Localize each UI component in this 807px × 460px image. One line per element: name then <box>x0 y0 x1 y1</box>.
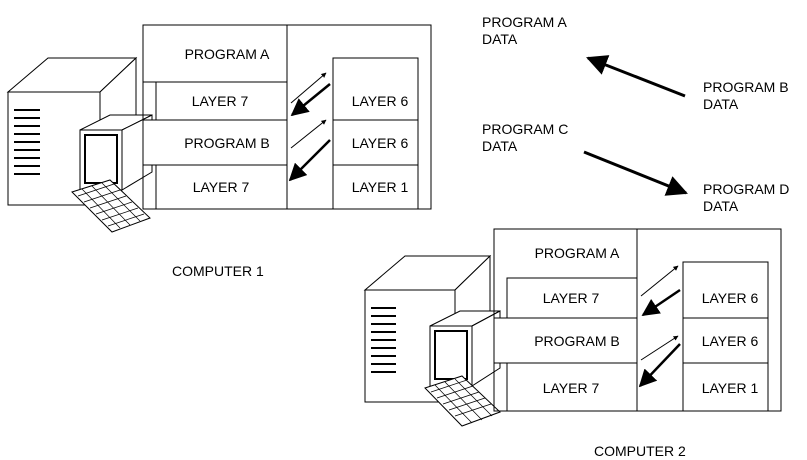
c1-program-a-label: PROGRAM A <box>185 46 270 62</box>
c2-layer7-bottom-cell <box>506 362 638 412</box>
c1-layer6-top-cell <box>332 57 419 121</box>
c2-layer1-label: LAYER 1 <box>702 380 759 396</box>
c-to-d-arrow-icon <box>583 150 688 196</box>
program-b-data-line2: DATA <box>703 96 739 112</box>
c2-layer6-mid-label: LAYER 6 <box>702 333 759 349</box>
c2-layer6-mid-cell <box>682 317 769 364</box>
program-d-data-line1: PROGRAM D <box>703 181 789 197</box>
b-to-a-arrow-icon <box>586 55 686 98</box>
program-d-data-line2: DATA <box>703 198 739 214</box>
c2-layer6-top-cell <box>682 261 769 319</box>
c2-layer1-cell <box>682 362 769 412</box>
c1-program-a-cell <box>142 24 288 83</box>
program-c-data-line2: DATA <box>482 138 518 154</box>
c2-program-b-cell <box>493 317 638 364</box>
c2-program-b-label: PROGRAM B <box>534 333 620 349</box>
c1-layer7-top-cell <box>155 81 288 121</box>
computer-2-icon <box>363 254 501 427</box>
program-c-data-line1: PROGRAM C <box>482 121 568 137</box>
c2-lower-exchange-arrows-icon <box>638 335 681 388</box>
c1-program-b-cell <box>142 119 288 166</box>
c1-layer1-cell <box>332 164 419 210</box>
c1-lower-exchange-arrows-icon <box>288 119 331 182</box>
c1-upper-exchange-arrows-icon <box>290 72 331 117</box>
program-a-data-line2: DATA <box>482 31 518 47</box>
program-a-data-label: PROGRAM A DATA <box>482 14 570 47</box>
program-b-data-line1: PROGRAM B <box>703 79 789 95</box>
computer-2-caption: COMPUTER 2 <box>594 443 686 459</box>
c2-upper-exchange-arrows-icon <box>640 265 681 317</box>
c2-layer7-top-cell <box>506 277 638 319</box>
program-b-data-label: PROGRAM B DATA <box>703 79 792 112</box>
c1-layer6-mid-label: LAYER 6 <box>352 135 409 151</box>
c1-layer6-mid-cell <box>332 119 419 166</box>
c2-layer6-top-label: LAYER 6 <box>702 290 759 306</box>
c1-layer6-top-label: LAYER 6 <box>352 93 409 109</box>
c2-layer7-bottom-label: LAYER 7 <box>543 380 600 396</box>
program-a-data-line1: PROGRAM A <box>482 14 567 30</box>
c1-layer7-bottom-label: LAYER 7 <box>193 179 250 195</box>
c1-layer7-bottom-cell <box>155 164 288 210</box>
c1-layer7-top-label: LAYER 7 <box>192 93 249 109</box>
c1-program-b-label: PROGRAM B <box>184 135 270 151</box>
program-c-data-label: PROGRAM C DATA <box>482 121 572 154</box>
program-d-data-label: PROGRAM D DATA <box>703 181 793 214</box>
computer-1-icon <box>6 56 153 233</box>
c2-layer7-top-label: LAYER 7 <box>543 290 600 306</box>
c1-layer1-label: LAYER 1 <box>352 179 409 195</box>
computer-1-caption: COMPUTER 1 <box>172 263 264 279</box>
c2-program-a-label: PROGRAM A <box>535 245 620 261</box>
